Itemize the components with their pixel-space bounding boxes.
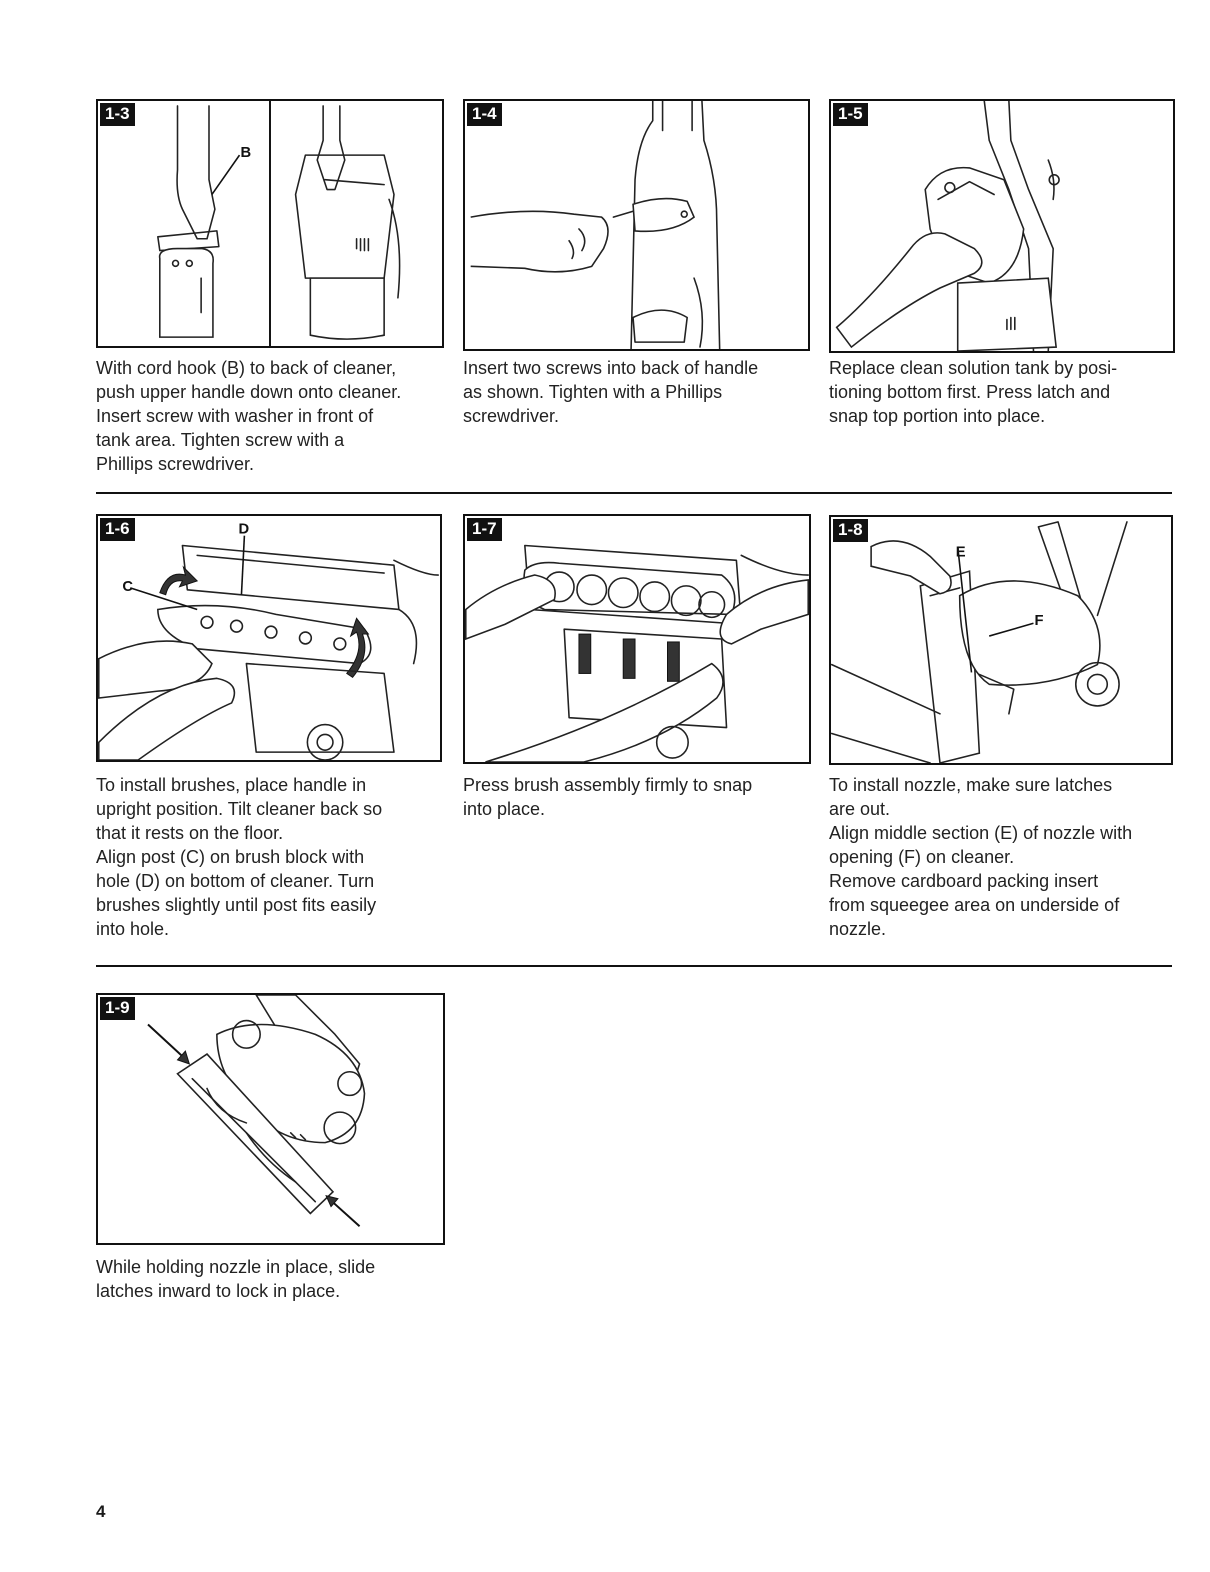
callout-F: F (1034, 613, 1043, 629)
illustration-1-3: 1-3 B (96, 99, 444, 348)
callout-E: E (956, 544, 966, 560)
step-badge: 1-6 (100, 518, 135, 541)
step-caption: Press brush assembly firmly to snap into… (463, 773, 823, 821)
illustration-1-9-drawing (98, 995, 443, 1243)
illustration-1-5-drawing (831, 101, 1173, 351)
step-caption: To install nozzle, make sure latches are… (829, 773, 1189, 941)
illustration-1-6: 1-6 C D (96, 514, 442, 762)
step-badge: 1-4 (467, 103, 502, 126)
callout-C: C (122, 579, 133, 595)
illustration-1-4-drawing (465, 101, 808, 349)
step-caption: Replace clean solution tank by posi- tio… (829, 356, 1189, 428)
step-caption: Insert two screws into back of handle as… (463, 356, 823, 428)
callout-B: B (240, 145, 251, 161)
section-divider (96, 965, 1172, 967)
illustration-1-5: 1-5 (829, 99, 1175, 353)
section-divider (96, 492, 1172, 494)
illustration-1-8-drawing: E F (831, 517, 1171, 763)
callout-D: D (239, 522, 250, 538)
step-badge: 1-3 (100, 103, 135, 126)
illustration-1-4: 1-4 (463, 99, 810, 351)
illustration-1-7: 1-7 (463, 514, 811, 764)
illustration-1-6-drawing: C D (98, 516, 440, 760)
illustration-1-9: 1-9 (96, 993, 445, 1245)
step-badge: 1-8 (833, 519, 868, 542)
step-caption: With cord hook (B) to back of cleaner, p… (96, 356, 456, 476)
step-caption: While holding nozzle in place, slide lat… (96, 1255, 456, 1303)
step-badge: 1-5 (833, 103, 868, 126)
step-badge: 1-9 (100, 997, 135, 1020)
page-number: 4 (96, 1502, 105, 1522)
illustration-1-8: 1-8 E F (829, 515, 1173, 765)
illustration-1-7-drawing (465, 516, 809, 762)
step-badge: 1-7 (467, 518, 502, 541)
illustration-1-3-drawing: B (98, 101, 442, 346)
step-caption: To install brushes, place handle in upri… (96, 773, 456, 941)
